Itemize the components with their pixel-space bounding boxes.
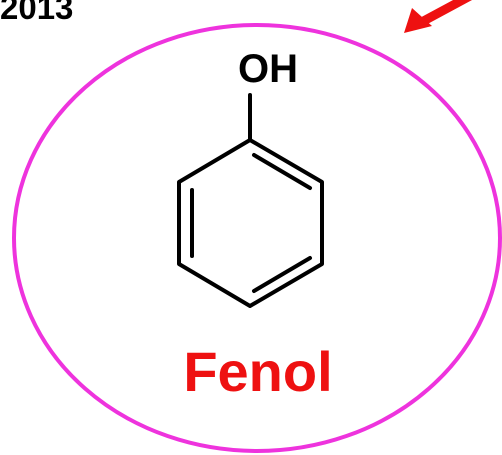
compound-name-label: Fenol	[183, 340, 332, 403]
phenol-structure	[177, 93, 324, 308]
arrow-shaft	[413, 0, 473, 29]
double-bond-lower-right	[252, 256, 312, 293]
red-pointer-arrow-icon	[404, 0, 473, 33]
double-bond-upper-right	[252, 153, 312, 190]
arrow-head	[404, 8, 432, 33]
year-label: 2013	[0, 0, 74, 26]
benzene-ring	[177, 138, 324, 308]
hydroxyl-label: OH	[238, 47, 298, 91]
molecule-outline-ellipse	[12, 23, 502, 453]
